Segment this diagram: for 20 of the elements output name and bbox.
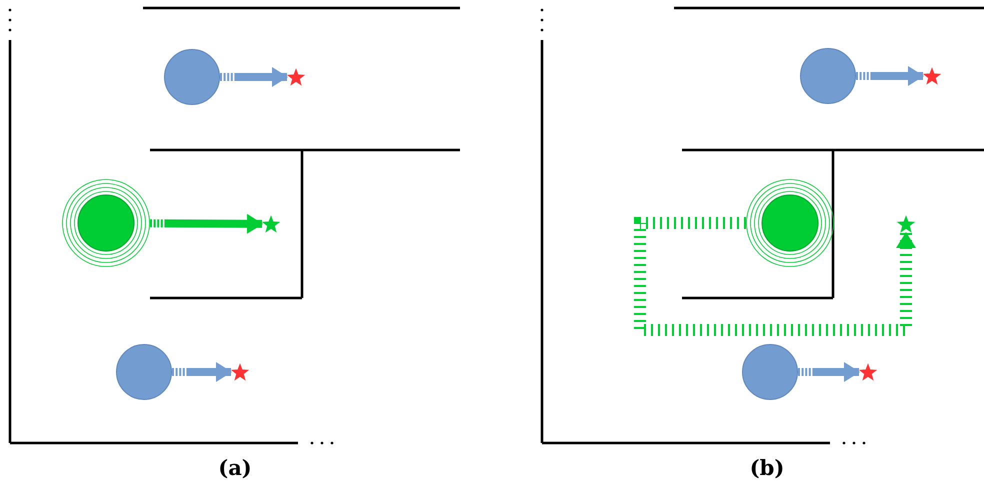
panel-label: (b) (750, 456, 784, 480)
star-marker (858, 362, 878, 382)
star-marker (896, 214, 916, 234)
dashed-path-arrow (634, 217, 916, 336)
arrow (220, 67, 288, 87)
agent-circle (742, 344, 798, 400)
agent-circle (164, 49, 220, 105)
star-marker (261, 214, 281, 234)
agent-circle (800, 48, 856, 104)
arrow (150, 214, 263, 234)
star-marker (922, 66, 942, 86)
ringed-agent-circle (62, 179, 150, 267)
arrow (856, 66, 924, 86)
star-marker (286, 67, 306, 87)
ringed-agent-circle (746, 179, 834, 267)
panel-label: (a) (218, 456, 252, 480)
star-marker (230, 362, 250, 382)
arrow (172, 362, 232, 382)
agent-circle (116, 344, 172, 400)
arrow (798, 362, 860, 382)
